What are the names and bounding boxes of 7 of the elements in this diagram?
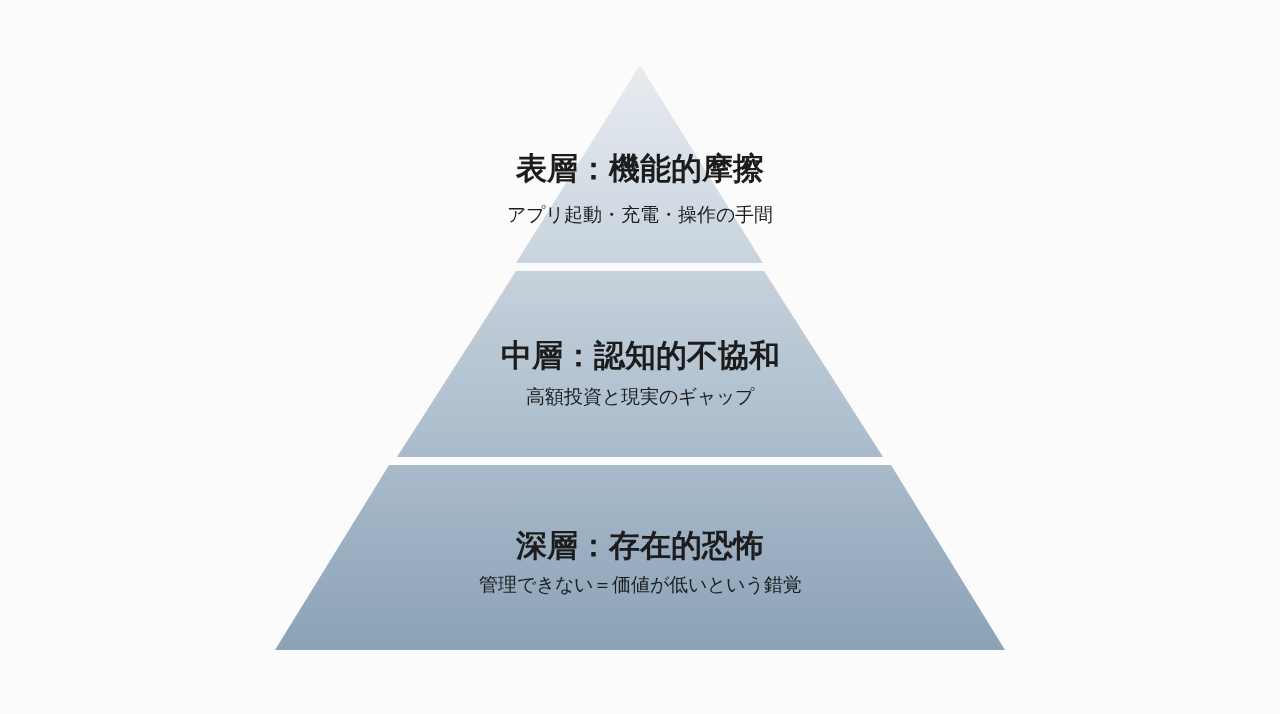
tier-heading: 中層：認知的不協和 [499, 336, 781, 375]
tier-heading: 表層：機能的摩擦 [515, 149, 765, 188]
tier-heading: 深層：存在的恐怖 [515, 526, 765, 565]
tier-description: 高額投資と現実のギャップ [525, 384, 756, 409]
tier-description: アプリ起動・充電・操作の手間 [506, 202, 774, 227]
tier-description: 管理できない＝価値が低いという錯覚 [477, 572, 803, 597]
pyramid-tier [275, 465, 1005, 650]
